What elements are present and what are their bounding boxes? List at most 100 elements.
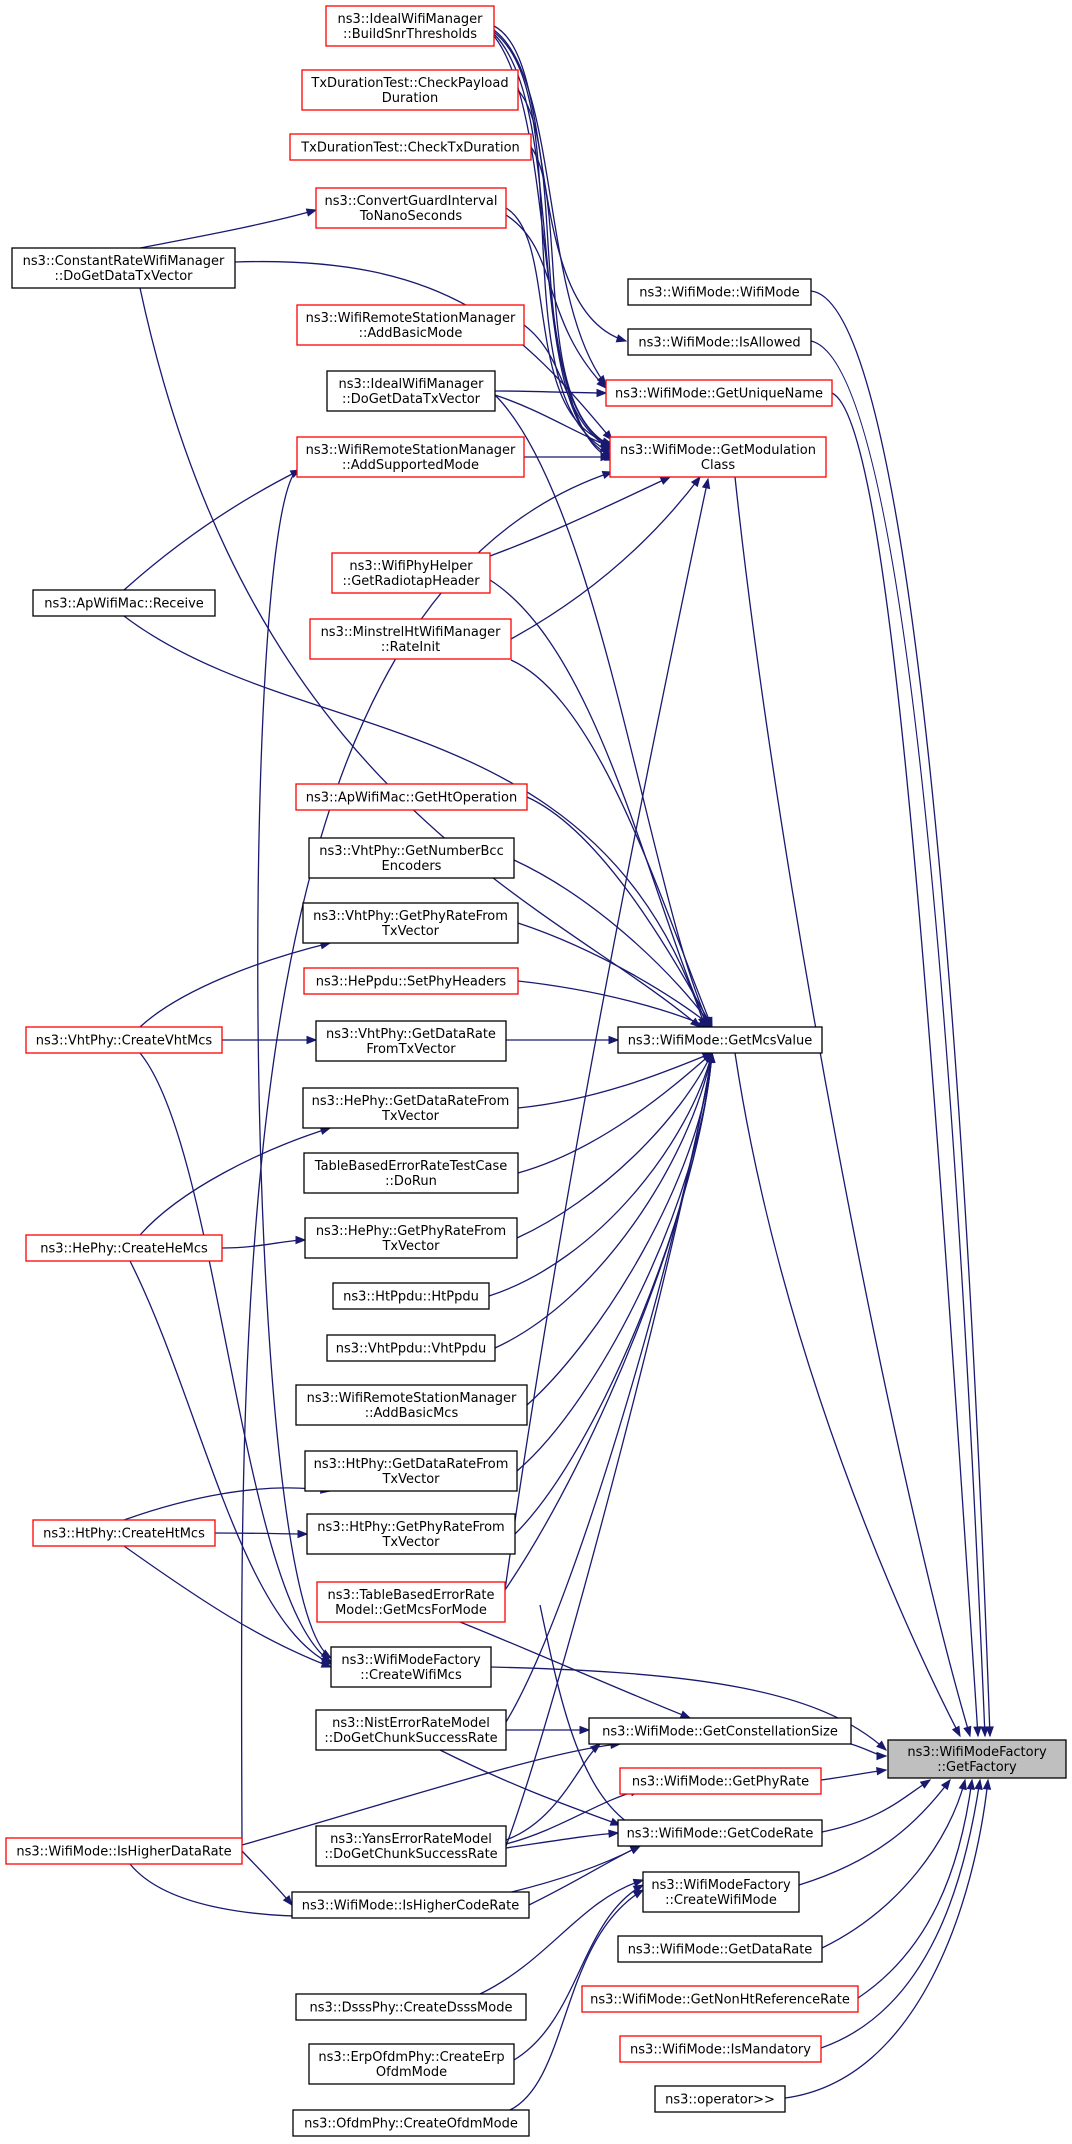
graph-nodes: ns3::WifiModeFactory::GetFactoryns3::Wif…: [5, 5, 1067, 2137]
node-label: ns3::WifiMode::GetUniqueName: [615, 387, 823, 402]
node-createwifimode[interactable]: ns3::WifiModeFactory::CreateWifiMode: [642, 1871, 800, 1913]
node-htcreate[interactable]: ns3::HtPhy::CreateHtMcs: [32, 1519, 216, 1547]
edge-vhtppdu-to-getmcsvalue: [494, 1052, 713, 1349]
node-isallowed[interactable]: ns3::WifiMode::IsAllowed: [627, 328, 812, 356]
node-dsss[interactable]: ns3::DsssPhy::CreateDsssMode: [295, 1993, 527, 2021]
node-getmcsvalue[interactable]: ns3::WifiMode::GetMcsValue: [617, 1026, 823, 1054]
node-operator[interactable]: ns3::operator>>: [654, 2085, 786, 2113]
node-addbasicmode[interactable]: ns3::WifiRemoteStationManager::AddBasicM…: [296, 304, 525, 346]
node-getuniquename[interactable]: ns3::WifiMode::GetUniqueName: [605, 379, 833, 407]
node-label: OfdmMode: [376, 2065, 447, 2080]
node-getcoderate[interactable]: ns3::WifiMode::GetCodeRate: [617, 1819, 823, 1847]
node-root[interactable]: ns3::WifiModeFactory::GetFactory: [887, 1739, 1067, 1779]
node-box: [619, 2035, 822, 2063]
node-getdatarate[interactable]: ns3::WifiMode::GetDataRate: [617, 1935, 823, 1963]
edge-apreceive-to-addsupported: [123, 469, 301, 591]
node-ofdm[interactable]: ns3::OfdmPhy::CreateOfdmMode: [292, 2109, 530, 2137]
node-label: ns3::DsssPhy::CreateDsssMode: [310, 2001, 513, 2016]
node-box: [291, 1891, 530, 1919]
node-label: ns3::MinstrelHtWifiManager: [321, 625, 502, 640]
node-box: [32, 1519, 216, 1547]
edge-gethtop-to-getmcsvalue: [526, 796, 713, 1028]
node-box: [325, 5, 495, 47]
node-label: ::BuildSnrThresholds: [343, 27, 477, 42]
edge-constrate-to-convertgi: [139, 209, 317, 249]
node-vhtcreate[interactable]: ns3::VhtPhy::CreateVhtMcs: [25, 1026, 223, 1054]
node-label: Class: [701, 458, 735, 473]
node-idealdoget[interactable]: ns3::IdealWifiManager::DoGetDataTxVector: [326, 370, 496, 412]
arrowhead-icon: [589, 1743, 602, 1754]
node-nist[interactable]: ns3::NistErrorRateModel::DoGetChunkSucce…: [315, 1709, 507, 1751]
edge-addbasicmode-to-getmodclass: [523, 324, 613, 451]
node-box: [303, 1152, 519, 1194]
node-box: [302, 1087, 519, 1129]
node-label: Model::GetMcsForMode: [335, 1603, 487, 1618]
node-label: ns3::WifiRemoteStationManager: [306, 443, 516, 458]
node-label: ns3::IdealWifiManager: [338, 377, 484, 392]
edge-yans-to-getcoderate: [505, 1832, 619, 1849]
arrowhead-icon: [599, 439, 612, 448]
node-getconst[interactable]: ns3::WifiMode::GetConstellationSize: [588, 1717, 852, 1745]
node-vhtppdu[interactable]: ns3::VhtPpdu::VhtPpdu: [326, 1334, 496, 1362]
node-htppdu[interactable]: ns3::HtPpdu::HtPpdu: [332, 1282, 490, 1310]
node-minstrel[interactable]: ns3::MinstrelHtWifiManager::RateInit: [309, 618, 512, 660]
edge-htppdu-to-getmcsvalue: [488, 1052, 713, 1297]
edge-nist-to-getcoderate: [439, 1749, 621, 1826]
edge-buildsnr-to-getmodclass: [493, 31, 611, 453]
node-heppdu[interactable]: ns3::HePpdu::SetPhyHeaders: [303, 967, 519, 995]
node-label: ns3::WifiMode::IsHigherCodeRate: [302, 1899, 520, 1914]
node-createwifimcs[interactable]: ns3::WifiModeFactory::CreateWifiMcs: [330, 1646, 492, 1688]
node-hecreate[interactable]: ns3::HePhy::CreateHeMcs: [25, 1234, 223, 1262]
node-addbasicmcs[interactable]: ns3::WifiRemoteStationManager::AddBasicM…: [295, 1384, 528, 1426]
edge-addsupported-to-createwifimcs: [257, 469, 332, 1659]
edge-vhtcreate-to-createwifimcs: [139, 1052, 332, 1663]
arrowhead-icon: [876, 1740, 888, 1751]
node-label: ::DoRun: [385, 1174, 437, 1189]
node-label: Duration: [382, 91, 438, 106]
node-ishigherdata[interactable]: ns3::WifiMode::IsHigherDataRate: [5, 1837, 243, 1865]
node-yans[interactable]: ns3::YansErrorRateModel::DoGetChunkSucce…: [315, 1825, 507, 1867]
node-label: ::GetFactory: [937, 1760, 1017, 1775]
node-label: ns3::WifiMode::GetPhyRate: [632, 1775, 809, 1790]
node-ishighercode[interactable]: ns3::WifiMode::IsHigherCodeRate: [291, 1891, 530, 1919]
node-box: [330, 1646, 492, 1688]
node-label: TxVector: [381, 1109, 440, 1124]
node-constrate[interactable]: ns3::ConstantRateWifiManager::DoGetDataT…: [11, 247, 236, 289]
arrowhead-icon: [985, 1726, 994, 1738]
node-tabletest[interactable]: TableBasedErrorRateTestCase::DoRun: [303, 1152, 519, 1194]
edge-htdatarate-to-getmcsvalue: [516, 1052, 713, 1472]
node-box: [316, 1581, 506, 1623]
node-addsupported[interactable]: ns3::WifiRemoteStationManager::AddSuppor…: [296, 436, 525, 478]
node-box: [296, 436, 525, 478]
node-apreceive[interactable]: ns3::ApWifiMac::Receive: [32, 589, 216, 617]
edge-htcreate-to-htphyrate: [214, 1532, 308, 1535]
node-label: ns3::ApWifiMac::Receive: [44, 597, 204, 612]
node-label: Encoders: [382, 859, 442, 874]
node-tablebased[interactable]: ns3::TableBasedErrorRateModel::GetMcsFor…: [316, 1581, 506, 1623]
edge-addbasicmcs-to-getmcsvalue: [526, 1052, 713, 1406]
node-label: ns3::HtPhy::CreateHtMcs: [43, 1527, 205, 1542]
edge-checktxdur-to-getmodclass: [530, 146, 613, 447]
node-gethtop[interactable]: ns3::ApWifiMac::GetHtOperation: [295, 783, 528, 811]
node-radiotap[interactable]: ns3::WifiPhyHelper::GetRadiotapHeader: [331, 552, 491, 594]
node-getphyrate[interactable]: ns3::WifiMode::GetPhyRate: [619, 1767, 822, 1795]
node-getnonht[interactable]: ns3::WifiMode::GetNonHtReferenceRate: [581, 1985, 859, 2013]
node-label: ns3::WifiPhyHelper: [349, 559, 473, 574]
node-wifimode[interactable]: ns3::WifiMode::WifiMode: [627, 278, 812, 306]
edge-constrate-to-getmodclass: [234, 260, 613, 441]
node-ismandatory[interactable]: ns3::WifiMode::IsMandatory: [619, 2035, 822, 2063]
node-checktxdur[interactable]: TxDurationTest::CheckTxDuration: [289, 133, 532, 161]
node-box: [308, 837, 515, 879]
node-buildsnr[interactable]: ns3::IdealWifiManager::BuildSnrThreshold…: [325, 5, 495, 47]
